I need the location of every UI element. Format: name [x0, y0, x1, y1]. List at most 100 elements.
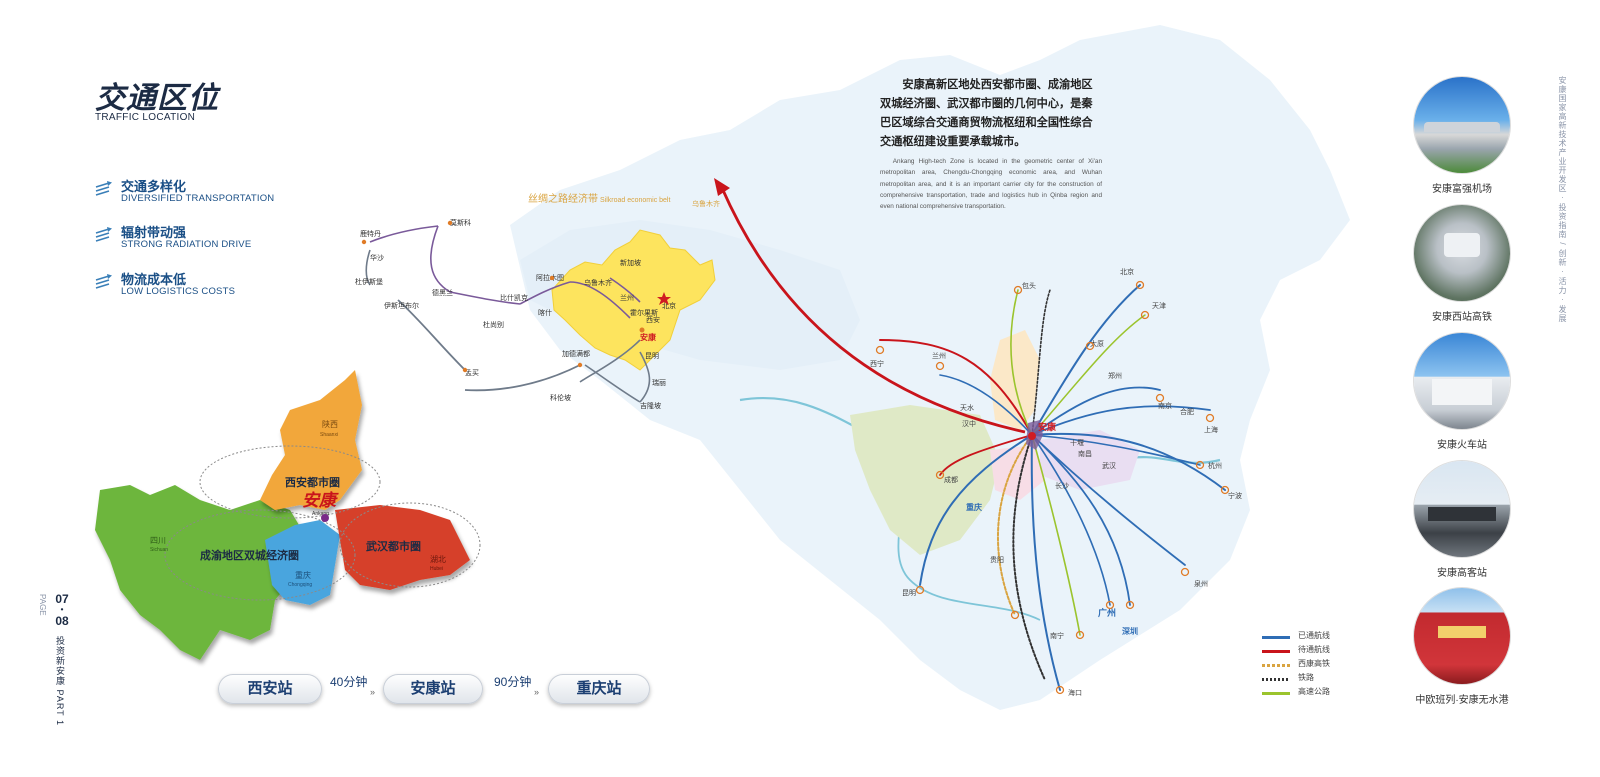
city-label: 武汉	[1102, 461, 1116, 470]
city-label: 广州	[1098, 607, 1116, 618]
city-label: 天水	[960, 403, 974, 412]
feature-subtitle: STRONG RADIATION DRIVE	[121, 239, 252, 250]
star-icon	[657, 292, 671, 305]
description-zh: 安康高新区地处西安都市圈、成渝地区双城经济圈、武汉都市圈的几何中心，是秦巴区域综…	[880, 79, 1093, 148]
station-xian: 西安站	[218, 674, 322, 704]
dry-port-photo	[1414, 588, 1510, 684]
city-label: 昆明	[645, 352, 659, 360]
feature-title: 辐射带动强	[121, 225, 187, 240]
chevron-icon: »	[534, 687, 540, 697]
feature-subtitle: DIVERSIFIED TRANSPORTATION	[121, 193, 275, 204]
map-legend: 已通航线 待通航线 西康高铁 铁路 高速公路	[1262, 630, 1372, 700]
page-label: PAGE	[38, 594, 47, 616]
chengyu-circle-label: 成渝地区双城经济圈	[200, 548, 299, 562]
city-label: 华沙	[370, 253, 384, 262]
city-label: 北京	[662, 301, 676, 310]
city-label: 贵阳	[990, 555, 1004, 564]
photo-train-station: 安康火车站	[1412, 333, 1512, 451]
legend-item: 待通航线	[1262, 644, 1372, 658]
city-label: 乌鲁木齐	[692, 199, 720, 208]
feature-title: 交通多样化	[121, 179, 187, 194]
city-label: 西安	[646, 315, 660, 324]
bus-station-photo	[1414, 461, 1510, 557]
silk-road-label-en: Silkroad economic belt	[600, 197, 670, 204]
province-label-en: Sichuan	[150, 547, 168, 553]
photo-airport: 安康富强机场	[1412, 77, 1512, 195]
china-mini-map	[551, 229, 716, 371]
city-label: 郑州	[1108, 372, 1122, 380]
feature-item-diversified: 交通多样化 DIVERSIFIED TRANSPORTATION	[95, 176, 315, 210]
photo-bus-station: 安康高客站	[1412, 461, 1512, 579]
city-label: 南京	[1158, 401, 1172, 410]
city-label: 上海	[1204, 425, 1218, 434]
silk-road-label: 丝绸之路经济带	[528, 192, 598, 205]
photo-caption: 安康富强机场	[1432, 184, 1492, 195]
legend-label: 已通航线	[1298, 631, 1330, 640]
city-label: 吉隆坡	[640, 401, 661, 410]
airport-photo	[1414, 77, 1510, 173]
city-label: 德黑兰	[432, 288, 453, 297]
red-route-arrow	[714, 178, 1026, 434]
legend-label: 西康高铁	[1298, 659, 1330, 668]
legend-label: 待通航线	[1298, 645, 1330, 654]
city-label: 重庆	[966, 502, 982, 512]
photo-caption: 中欧班列·安康无水港	[1415, 695, 1509, 706]
page-number: 07 • 08	[55, 592, 69, 628]
hubei-region	[335, 505, 470, 590]
description-en: Ankang High-tech Zone is located in the …	[880, 158, 1102, 211]
city-label: 莫斯科	[450, 218, 471, 227]
sichuan-region	[95, 485, 305, 660]
legend-label: 高速公路	[1298, 687, 1330, 696]
center-label: 安康	[640, 332, 657, 342]
city-label: 杭州	[1208, 461, 1222, 470]
city-label: 加德满都	[562, 349, 590, 358]
city-label: 比什凯克	[500, 293, 528, 302]
city-label: 孟买	[465, 368, 479, 377]
city-label: 乌鲁木齐	[584, 278, 612, 287]
province-label-en: Hubei	[430, 566, 443, 572]
photo-caption: 安康高客站	[1437, 568, 1487, 579]
city-label: 西宁	[870, 359, 884, 368]
city-label: 伊斯坦布尔	[384, 301, 419, 310]
chongqing-region	[265, 520, 340, 605]
province-label: 湖北	[430, 555, 446, 564]
arrows-icon	[95, 227, 112, 242]
arrows-icon	[95, 181, 112, 196]
sichuan-fill	[850, 405, 1000, 555]
city-label: 瑞丽	[652, 378, 666, 387]
photo-dry-port: 中欧班列·安康无水港	[1412, 588, 1512, 706]
legend-item: 西康高铁	[1262, 658, 1372, 672]
city-label: 鹿特丹	[360, 229, 381, 238]
city-label: 南昌	[1078, 449, 1092, 458]
legend-item: 铁路	[1262, 672, 1372, 686]
page-subtitle: TRAFFIC LOCATION	[95, 112, 196, 123]
province-label: 陕西	[322, 419, 338, 429]
photo-caption: 安康西站高铁	[1432, 312, 1492, 323]
station-chongqing: 重庆站	[548, 674, 650, 704]
legend-item: 已通航线	[1262, 630, 1372, 644]
city-label: 兰州	[620, 293, 634, 302]
travel-time: 90分钟	[494, 675, 532, 689]
legend-item: 高速公路	[1262, 686, 1372, 700]
city-label: 霍尔果斯	[630, 308, 658, 317]
china-outline	[510, 25, 1350, 710]
province-label: 四川	[150, 536, 166, 545]
city-label: 杜伊斯堡	[355, 277, 383, 286]
photo-caption: 安康火车站	[1437, 440, 1487, 451]
feature-item-radiation: 辐射带动强 STRONG RADIATION DRIVE	[95, 222, 315, 256]
region-map: 陕西 Shaanxi 四川 Sichuan 重庆 Chongqing 湖北 Hu…	[95, 370, 481, 660]
legend-label: 铁路	[1298, 673, 1314, 682]
feature-subtitle: LOW LOGISTICS COSTS	[121, 286, 236, 297]
city-label: 包头	[1022, 281, 1036, 290]
city-label: 合肥	[1180, 407, 1194, 416]
center-label-en: Ankang	[312, 511, 329, 517]
city-label: 成都	[944, 475, 958, 484]
city-label: 南宁	[1050, 631, 1064, 640]
city-label: 兰州	[932, 351, 946, 360]
shaanxi-region	[260, 370, 362, 510]
city-label: 十堰	[1070, 438, 1084, 447]
city-label: 太原	[1090, 339, 1104, 348]
wuhan-circle-label: 武汉都市圈	[366, 539, 421, 553]
side-text: 安康国家高新技术产业开发区 · 投资指南 / 创新 · 活力 · 发展	[1558, 76, 1567, 323]
province-label-en: Shaanxi	[320, 432, 338, 438]
